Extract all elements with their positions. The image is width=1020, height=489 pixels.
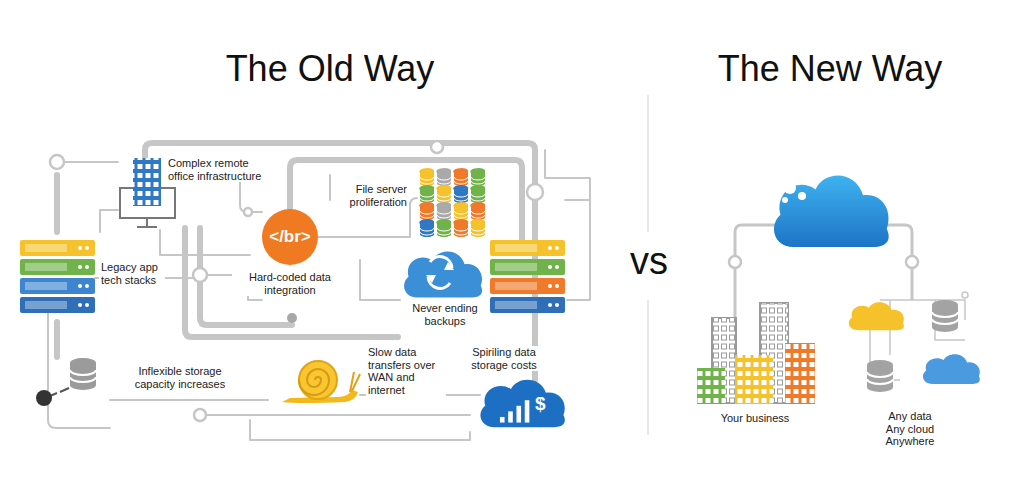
integration-circle: </br>: [262, 209, 318, 265]
cost-cloud: $: [476, 376, 568, 430]
callout-label: Inflexible storage capacity increases: [122, 365, 238, 390]
node-text: $: [535, 393, 546, 414]
callout-label: File server proliferation: [335, 183, 409, 208]
storage-ball-chain: [36, 358, 96, 406]
callout-label: Your business: [712, 412, 798, 425]
legacy-server-stack: [20, 240, 95, 313]
any-cloud-cluster: [849, 300, 980, 392]
snail-icon: [282, 361, 360, 403]
pipe-network: [48, 141, 590, 440]
server-stack: [490, 240, 565, 313]
callout-label: Spiriling data storage costs: [452, 346, 556, 371]
business-buildings: [697, 303, 815, 404]
file-server-grid: [419, 168, 485, 237]
callout-label: Any data Any cloud Anywhere: [876, 410, 944, 448]
heading: The Old Way: [180, 48, 480, 89]
main-cloud: [774, 175, 889, 248]
callout-label: Complex remote office infrastructure: [166, 157, 274, 182]
callout-label: Hard-coded data integration: [232, 271, 348, 296]
backup-cloud-icon: [404, 252, 482, 298]
heading: The New Way: [680, 48, 980, 89]
cloud-shape: [476, 376, 568, 430]
heading: vs: [610, 240, 688, 284]
callout-label: Slow data transfers over WAN and interne…: [366, 346, 446, 397]
callout-label: Never ending backups: [400, 302, 490, 327]
node-text: </br>: [269, 227, 311, 247]
callout-label: Legacy app tech stacks: [99, 261, 165, 286]
